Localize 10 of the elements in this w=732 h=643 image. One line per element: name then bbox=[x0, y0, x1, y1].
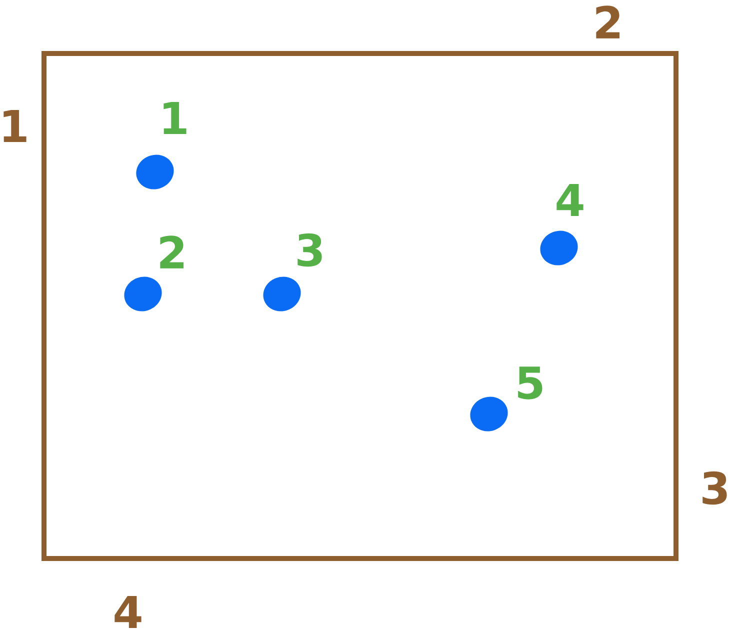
number-label: 3 bbox=[298, 233, 322, 267]
number-label: 4 bbox=[556, 184, 584, 216]
number-label: 2 bbox=[160, 236, 184, 268]
frame-box bbox=[42, 51, 678, 561]
corner-number: 3 bbox=[702, 471, 727, 505]
number-label: 1 bbox=[164, 102, 186, 134]
corner-number: 1 bbox=[4, 110, 26, 142]
corner-number: 2 bbox=[596, 6, 620, 38]
number-label: 5 bbox=[518, 366, 542, 400]
corner-number: 4 bbox=[114, 596, 142, 628]
